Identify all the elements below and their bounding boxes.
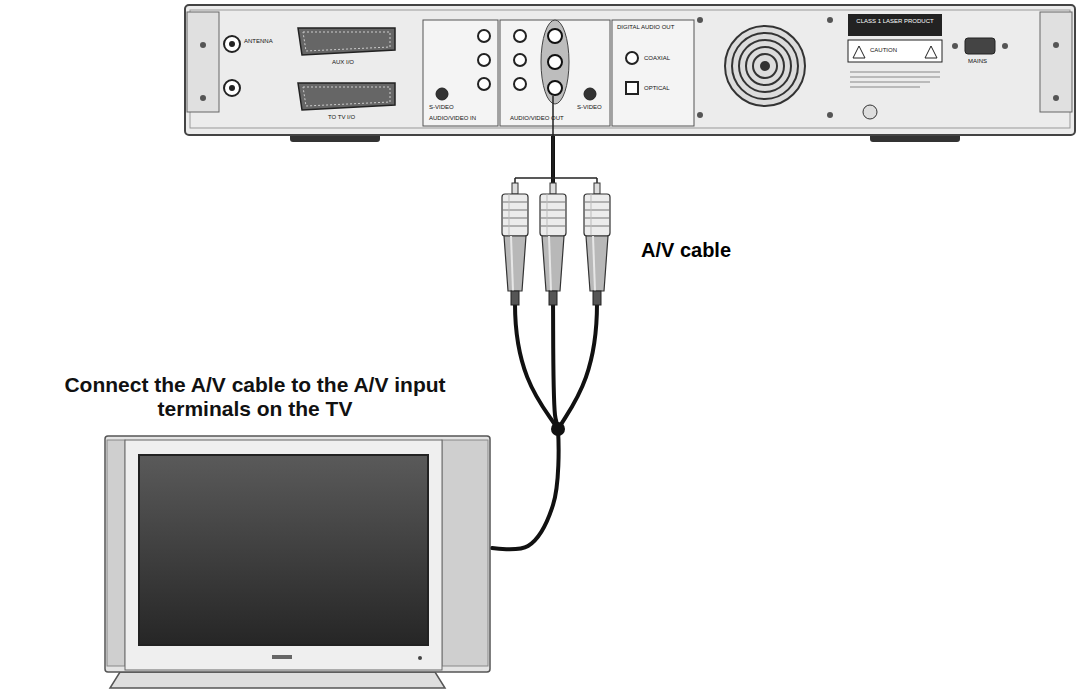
recorder-rear-panel: ANTENNA AUX I/O TO TV I/O S-VIDEO AUDIO/VIDE…	[185, 5, 1075, 135]
panel-label: COAXIAL	[644, 55, 670, 62]
cable-label: A/V cable	[638, 239, 734, 262]
panel-label: S-VIDEO	[577, 104, 602, 111]
panel-label: CLASS 1 LASER PRODUCT	[848, 18, 942, 25]
panel-label: S-VIDEO	[429, 104, 454, 111]
instruction-heading: Connect the A/V cable to the A/V input t…	[20, 373, 490, 421]
tv-set	[105, 436, 490, 688]
panel-label: ANTENNA	[244, 38, 273, 45]
tv-set: Connect the A/V cable to the A/V input t…	[0, 365, 492, 690]
panel-label: AUDIO/VIDEO IN	[429, 115, 476, 122]
panel-label: AUDIO/VIDEO OUT	[510, 115, 564, 122]
panel-label: AUX I/O	[332, 59, 354, 66]
panel-label: MAINS	[968, 58, 987, 65]
recorder-rear-panel	[185, 5, 1075, 142]
av-cable-plugs	[502, 135, 610, 436]
panel-label: DIGITAL AUDIO OUT	[617, 24, 674, 31]
panel-label: CAUTION	[870, 47, 897, 54]
panel-label: OPTICAL	[644, 85, 670, 92]
panel-label: TO TV I/O	[328, 114, 355, 121]
